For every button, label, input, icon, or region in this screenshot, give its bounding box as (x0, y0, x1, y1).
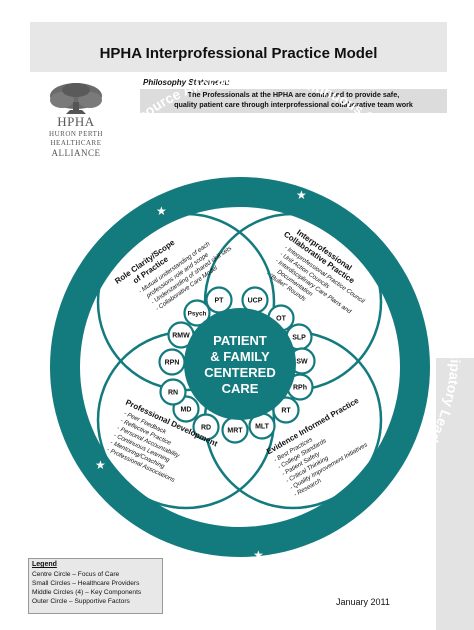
center-line-1: PATIENT (213, 333, 267, 348)
logo-line-1: HURON PERTH (49, 130, 103, 138)
center-line-3: CENTERED (204, 365, 276, 380)
provider-label-rph: RPh (293, 385, 307, 392)
date-label: January 2011 (336, 597, 390, 607)
ring-dot-5: ★ (388, 483, 399, 497)
provider-label-rt: RT (281, 408, 291, 415)
title-bar (30, 22, 447, 72)
provider-label-sw: SW (296, 359, 308, 366)
tree-logo-icon (50, 83, 102, 114)
center-circle (184, 308, 296, 420)
provider-circle-psych (183, 299, 211, 327)
logo-abbr: HPHA (57, 114, 95, 129)
provider-circle-rt (272, 396, 300, 424)
provider-label-rmw: RMW (172, 333, 190, 340)
provider-label-mlt: MLT (255, 424, 270, 431)
provider-label-rn: RN (168, 390, 178, 397)
ring-dot-6: ★ (253, 548, 264, 562)
philosophy-label: Philosophy Statement: (143, 78, 230, 87)
provider-label-mrt: MRT (227, 428, 243, 435)
provider-label-ucp: UCP (248, 298, 263, 305)
ring-dot-3: ★ (430, 343, 441, 357)
philosophy-text: The Professionals at the HPHA are commit… (140, 90, 447, 110)
philosophy-line-1: The Professionals at the HPHA are commit… (187, 90, 400, 99)
legend-title: Legend (32, 561, 57, 568)
logo-line-3: ALLIANCE (51, 148, 101, 158)
center-line-4: CARE (222, 381, 259, 396)
legend-item-3: Middle Circles (4) – Key Components (32, 589, 142, 596)
legend-item-4: Outer Circle – Supportive Factors (32, 598, 130, 605)
legend-box (28, 558, 163, 614)
ring-label-resource-allocation: Resource Allocation (120, 69, 250, 136)
provider-label-rpn: RPN (165, 360, 180, 367)
corner-shade (436, 358, 474, 630)
logo-line-2: HEALTHCARE (50, 139, 102, 147)
philosophy-box (140, 89, 447, 113)
ring-dot-1: ★ (156, 204, 167, 218)
ring-dot-4: ★ (95, 458, 106, 472)
philosophy-line-2: quality patient care through interprofes… (174, 100, 413, 109)
page-title: HPHA Interprofessional Practice Model (99, 45, 378, 62)
legend-item-1: Centre Circle – Focus of Care (32, 571, 120, 578)
legend-item-2: Small Circles – Healthcare Providers (32, 580, 140, 587)
provider-label-ot: OT (276, 316, 286, 323)
provider-circle-rn (159, 378, 187, 406)
provider-label-rd: RD (201, 425, 211, 432)
provider-label-psych: Psych (188, 311, 207, 318)
ring-dot-2: ★ (296, 188, 307, 202)
provider-label-slp: SLP (292, 335, 306, 342)
center-line-2: & FAMILY (210, 349, 270, 364)
ring-label-resource-allocation-path: Resource Allocation (120, 69, 250, 136)
provider-label-md: MD (181, 407, 192, 414)
provider-circle-rd (192, 413, 220, 441)
provider-label-pt: PT (215, 298, 225, 305)
